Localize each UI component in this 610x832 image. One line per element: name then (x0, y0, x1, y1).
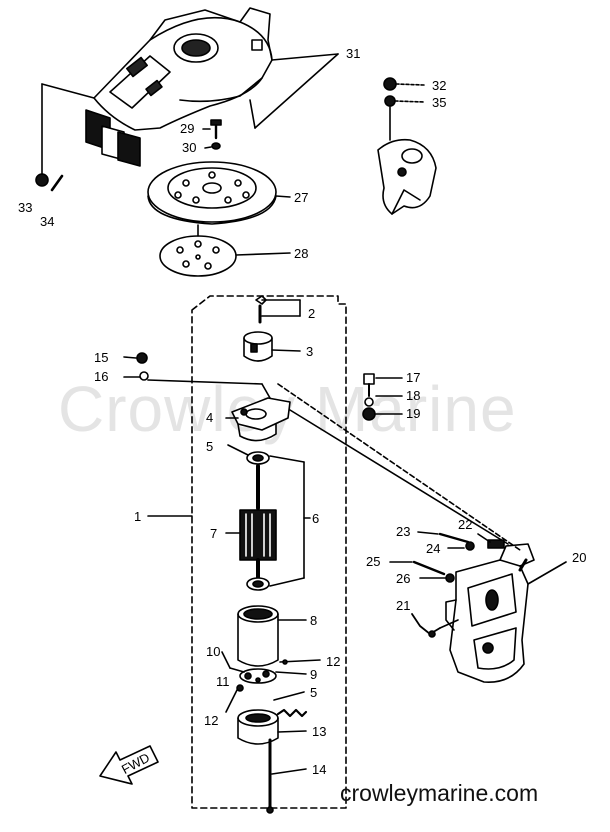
callout-32: 32 (432, 78, 446, 93)
callout-34: 34 (40, 214, 54, 229)
callout-3: 3 (306, 344, 313, 359)
callout-33: 33 (18, 200, 32, 215)
callout-16: 16 (94, 369, 108, 384)
callout-2: 2 (308, 306, 315, 321)
gasket-plate (159, 235, 237, 277)
callout-31: 31 (346, 46, 360, 61)
flywheel-cover (85, 7, 273, 167)
callout-11: 11 (216, 674, 230, 689)
callout-22: 22 (458, 517, 472, 532)
callout-18: 18 (406, 388, 420, 403)
cover-bracket (377, 138, 437, 215)
starter-mount-bracket (445, 543, 535, 683)
armature (239, 464, 277, 580)
callout-28: 28 (294, 246, 308, 261)
brush-holder (239, 668, 277, 684)
callout-26: 26 (396, 571, 410, 586)
callout-12b: 12 (204, 713, 218, 728)
callout-17: 17 (406, 370, 420, 385)
callout-4: 4 (206, 410, 213, 425)
callout-15: 15 (94, 350, 108, 365)
flywheel-plate (147, 161, 277, 225)
callout-7: 7 (210, 526, 217, 541)
callout-23: 23 (396, 524, 410, 539)
callout-5b: 5 (310, 685, 317, 700)
callout-13: 13 (312, 724, 326, 739)
callout-6: 6 (312, 511, 319, 526)
callout-9: 9 (310, 667, 317, 682)
callout-24: 24 (426, 541, 440, 556)
callout-1: 1 (134, 509, 141, 524)
footer-url: crowleymarine.com (340, 780, 539, 806)
callout-30: 30 (182, 140, 196, 155)
callout-14: 14 (312, 762, 326, 777)
starter-cap (243, 331, 273, 362)
callout-35: 35 (432, 95, 446, 110)
callout-8: 8 (310, 613, 317, 628)
callout-5a: 5 (206, 439, 213, 454)
yoke (237, 605, 279, 667)
callout-25: 25 (366, 554, 380, 569)
end-cap (237, 709, 279, 745)
fwd-arrow (99, 745, 159, 785)
callout-27: 27 (294, 190, 308, 205)
callout-29: 29 (180, 121, 194, 136)
starter-bracket (231, 397, 291, 442)
callout-19: 19 (406, 406, 420, 421)
callout-10: 10 (206, 644, 220, 659)
callout-20: 20 (572, 550, 586, 565)
callout-12a: 12 (326, 654, 340, 669)
callout-21: 21 (396, 598, 410, 613)
